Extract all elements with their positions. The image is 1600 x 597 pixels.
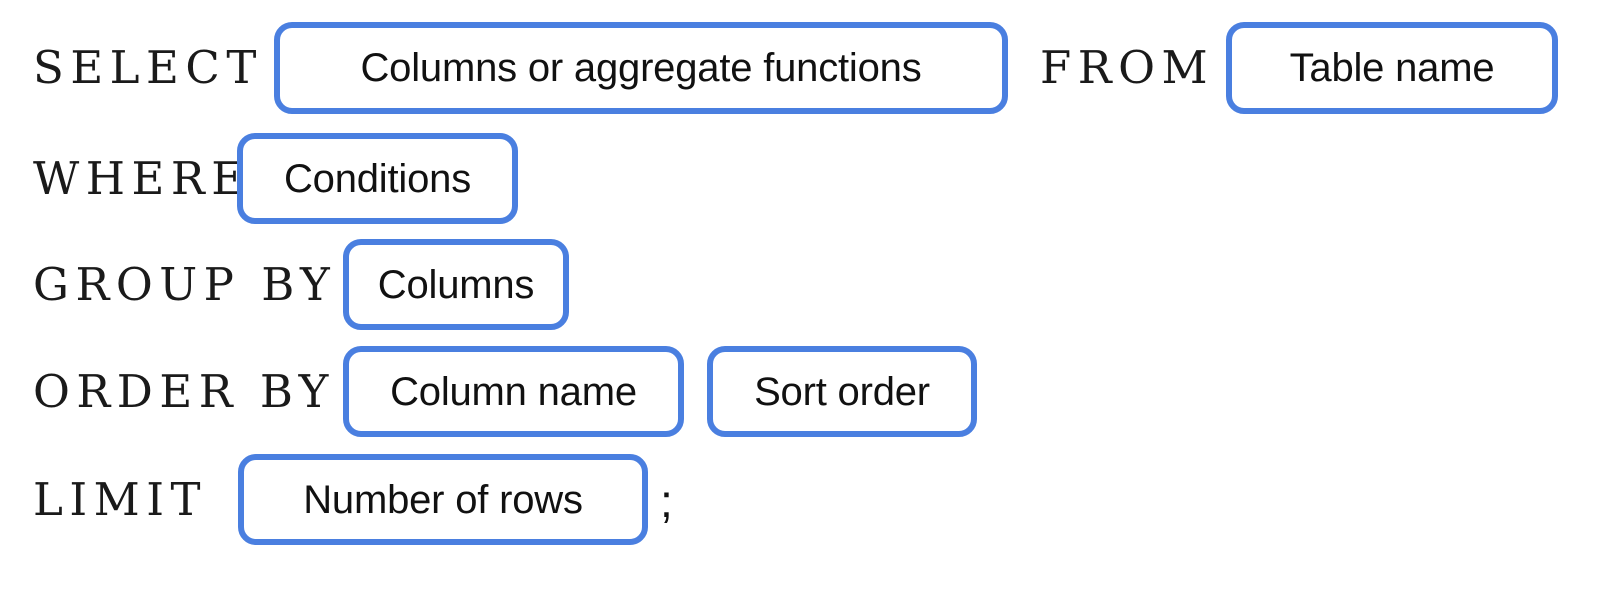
slot-label: Number of rows	[303, 477, 583, 522]
slot-label: Columns	[377, 262, 535, 307]
slot-label: Column name	[390, 369, 637, 414]
sql-keyword-select: SELECT	[33, 41, 263, 94]
sql-keyword-group-by: GROUP BY	[33, 258, 337, 311]
slot-conditions[interactable]: Conditions	[237, 133, 518, 224]
slot-label: Conditions	[283, 156, 471, 201]
slot-label: Sort order	[754, 369, 930, 414]
slot-label: Table name	[1289, 46, 1495, 90]
slot-order-by-column-name[interactable]: Column name	[343, 346, 684, 437]
slot-columns-or-aggregate-functions[interactable]: Columns or aggregate functions	[274, 22, 1008, 114]
slot-group-by-columns[interactable]: Columns	[343, 239, 569, 330]
slot-sort-order[interactable]: Sort order	[707, 346, 977, 437]
slot-table-name[interactable]: Table name	[1226, 22, 1558, 114]
sql-keyword-from: FROM	[1040, 41, 1215, 94]
sql-keyword-order-by: ORDER BY	[33, 365, 335, 418]
statement-terminator-semicolon: ;	[660, 475, 673, 527]
sql-keyword-where: WHERE	[33, 152, 251, 205]
slot-label: Columns or aggregate functions	[360, 46, 922, 90]
sql-keyword-limit: LIMIT	[33, 473, 208, 526]
slot-number-of-rows[interactable]: Number of rows	[238, 454, 648, 545]
